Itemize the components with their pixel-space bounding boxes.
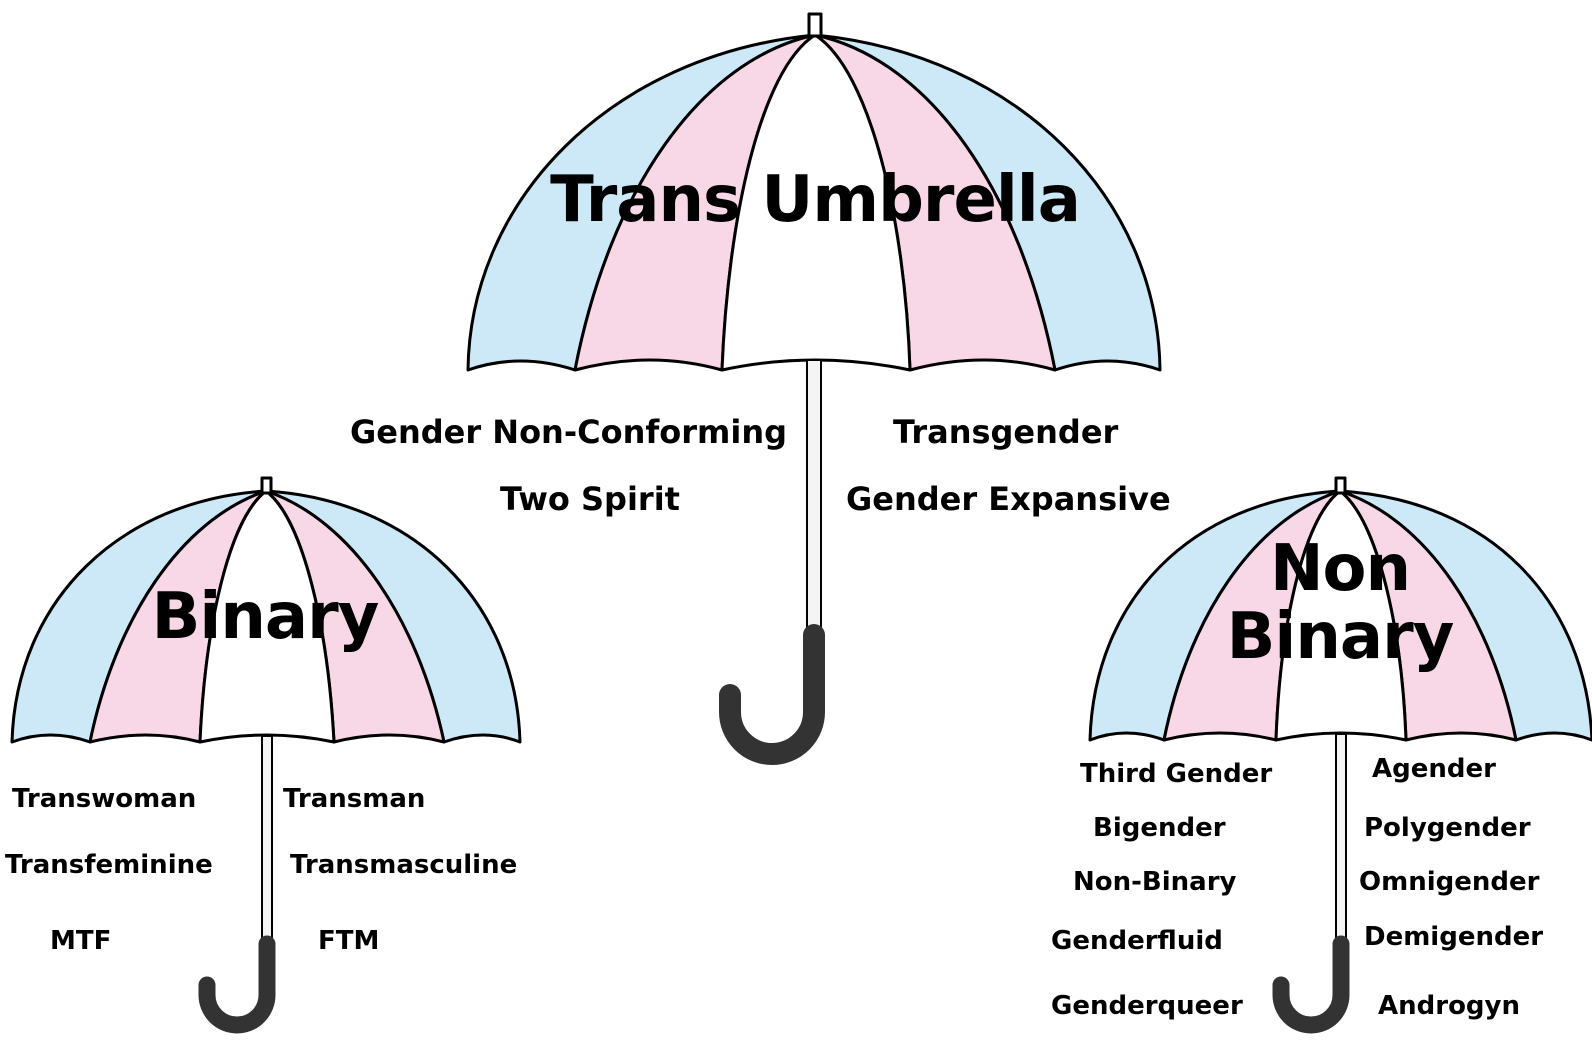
trans-right-label-1: Gender Expansive	[846, 480, 1171, 518]
nonbinary-left-label-0: Third Gender	[1080, 759, 1273, 789]
binary-umbrella-canopy	[10, 476, 522, 744]
trans-umbrella-canopy	[466, 12, 1162, 372]
trans-left-label-1: Two Spirit	[500, 480, 680, 518]
nonbinary-umbrella-title-line1: Non	[1269, 532, 1411, 606]
binary-right-label-0: Transman	[283, 784, 426, 814]
trans-left-label-0: Gender Non-Conforming	[350, 413, 788, 451]
nonbinary-right-label-3: Demigender	[1364, 922, 1544, 952]
binary-canopy-panel-white	[198, 489, 336, 744]
nonbinary-left-label-4: Genderqueer	[1051, 991, 1243, 1021]
trans-umbrella-handle	[719, 624, 825, 765]
binary-left-label-0: Transwoman	[12, 784, 197, 814]
trans-umbrella-title: Trans Umbrella	[550, 163, 1081, 237]
nonbinary-left-label-3: Genderfluid	[1051, 926, 1223, 956]
trans-right-label-0: Transgender	[893, 413, 1119, 451]
nonbinary-right-label-0: Agender	[1372, 754, 1496, 784]
nonbinary-umbrella-canopy	[1088, 476, 1592, 742]
nonbinary-umbrella-tip	[1334, 476, 1347, 495]
nonbinary-umbrella-title-line2: Binary	[1226, 600, 1455, 674]
binary-umbrella-title: Binary	[151, 580, 380, 654]
binary-umbrella-tip	[260, 476, 273, 495]
binary-right-label-1: Transmasculine	[290, 850, 518, 880]
nonbinary-right-label-4: Androgyn	[1378, 991, 1520, 1021]
nonbinary-canopy-panel-white	[1274, 489, 1408, 742]
binary-right-label-2: FTM	[318, 926, 380, 956]
binary-left-label-1: Transfeminine	[5, 850, 213, 880]
nonbinary-left-label-1: Bigender	[1093, 813, 1226, 843]
nonbinary-umbrella-handle	[1272, 935, 1350, 1034]
nonbinary-right-label-2: Omnigender	[1359, 867, 1540, 897]
binary-umbrella-shaft	[261, 735, 273, 947]
trans-umbrella-tip	[807, 12, 823, 38]
trans-umbrella-shaft	[806, 359, 822, 636]
nonbinary-right-label-1: Polygender	[1364, 813, 1531, 843]
trans-canopy-panel-white	[720, 33, 912, 372]
binary-umbrella-handle	[198, 935, 276, 1034]
binary-left-label-2: MTF	[50, 926, 112, 956]
nonbinary-umbrella-shaft	[1335, 733, 1347, 947]
nonbinary-left-label-2: Non-Binary	[1073, 867, 1237, 897]
